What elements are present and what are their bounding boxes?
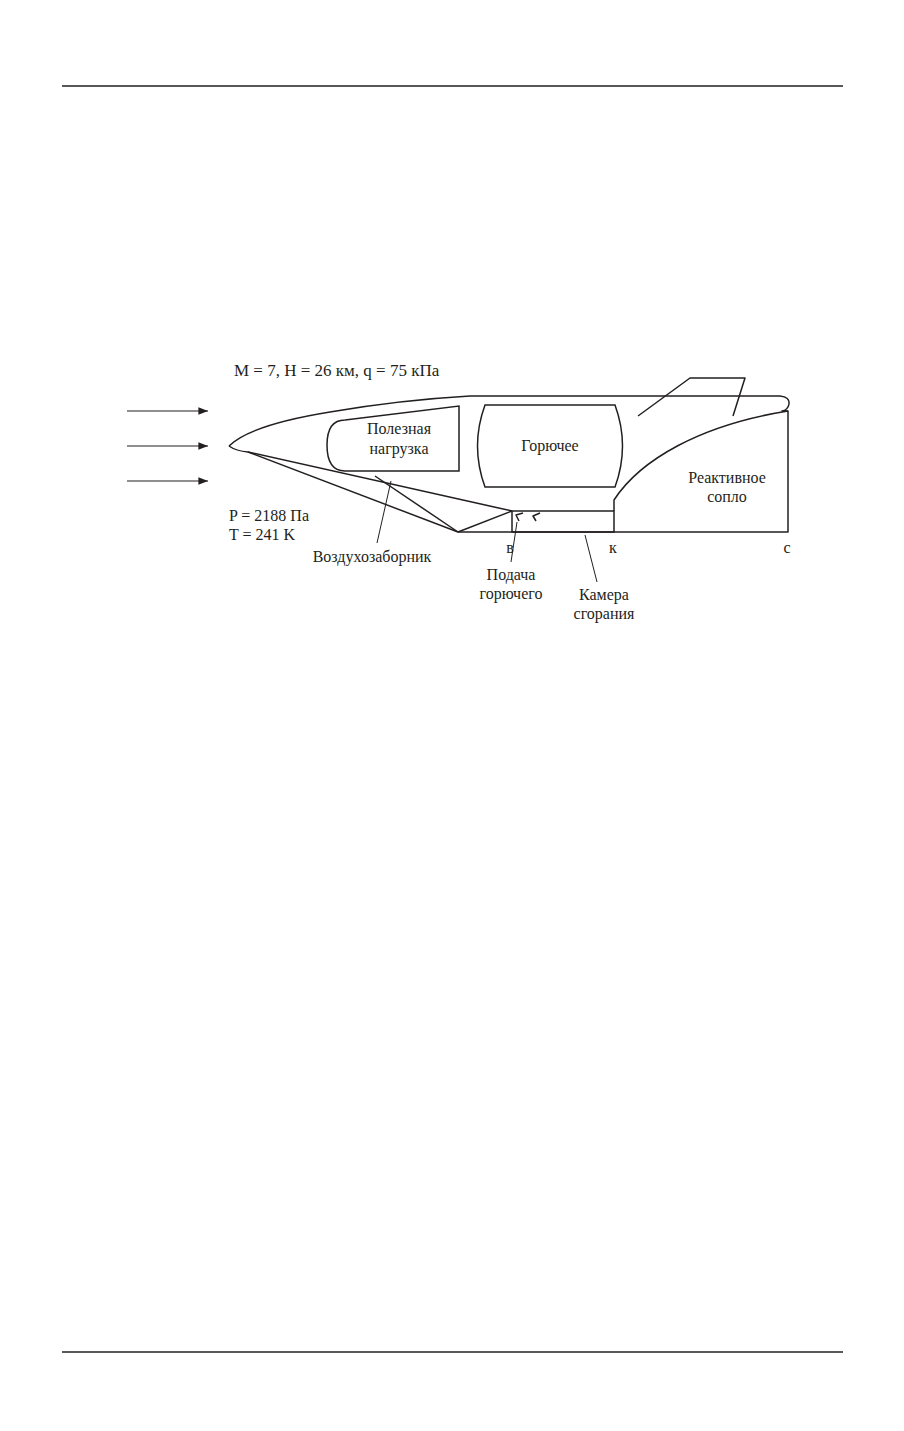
part-name: Воздухозаборник [313, 547, 432, 566]
shape-outline [327, 406, 459, 471]
leader-line [585, 535, 597, 582]
freestream-temperature: T = 241 K [229, 525, 295, 544]
tail-fin [638, 378, 745, 416]
inlet-ramp [375, 476, 458, 532]
combustor [512, 511, 614, 532]
freestream-pressure: P = 2188 Па [229, 506, 309, 525]
station-mark: с [783, 538, 790, 557]
fuel-injector [516, 513, 523, 521]
payload-bay: Полезная нагрузка [327, 406, 459, 471]
station-mark: к [609, 538, 617, 557]
inlet-ramp [458, 511, 512, 532]
fuel-tank: Горючее [475, 405, 625, 487]
fuselage-outline [229, 396, 789, 532]
fuel-injector [533, 513, 540, 521]
shape-outline-path [327, 406, 459, 471]
nozzle-label: Реактивное сопло [677, 468, 777, 506]
part-name: Камера сгорания [559, 585, 649, 623]
page-rule [62, 1351, 843, 1352]
shape-outline-path [478, 405, 623, 487]
page-rule [62, 85, 843, 86]
leader-line [377, 481, 391, 543]
flight-conditions: M = 7, H = 26 км, q = 75 кПа [234, 361, 439, 381]
node-text: Горючее [521, 436, 578, 455]
flow-arrows [127, 411, 208, 481]
nozzle-contour [614, 411, 788, 511]
node-text: Полезная нагрузка [343, 419, 455, 457]
part-name: Подача горючего [466, 565, 556, 603]
station-mark: в [506, 538, 514, 557]
